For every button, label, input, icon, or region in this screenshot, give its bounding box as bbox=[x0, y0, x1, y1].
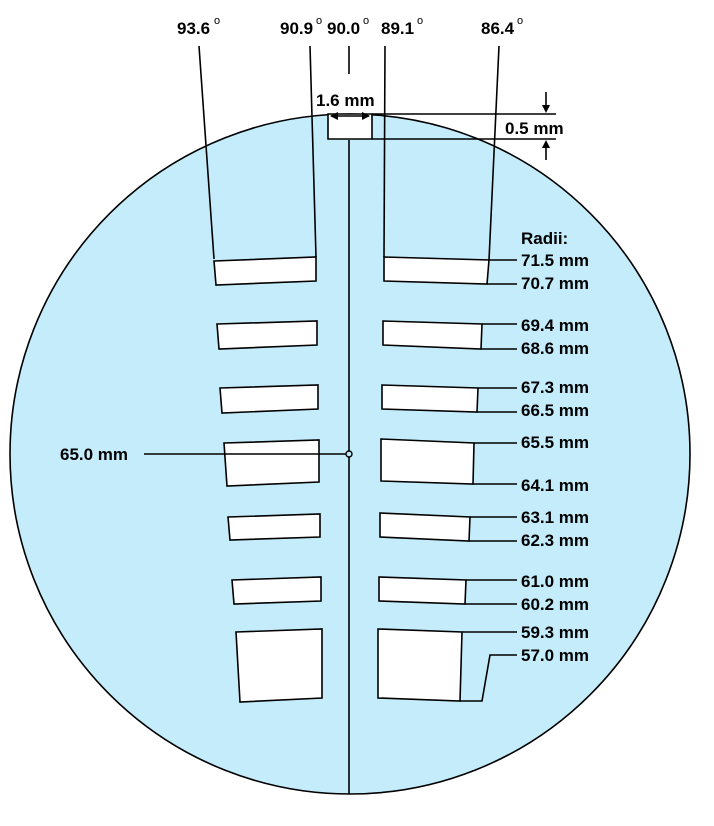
radius-label-9: 63.1 mm bbox=[521, 508, 589, 527]
right-slot-1 bbox=[383, 256, 490, 285]
width-dimension-label: 1.6 mm bbox=[316, 91, 375, 110]
radius-label-8: 64.1 mm bbox=[521, 476, 589, 495]
angle-line-86-4 bbox=[488, 45, 500, 261]
svg-text:86.4: 86.4 bbox=[481, 19, 515, 38]
radius-label-7: 65.5 mm bbox=[521, 433, 589, 452]
radius-label-11: 61.0 mm bbox=[521, 572, 589, 591]
left-slot-1 bbox=[213, 256, 317, 286]
right-slot-2 bbox=[382, 320, 483, 350]
right-slot-4 bbox=[380, 438, 475, 485]
angle-label-86-4: 86.4 o bbox=[481, 15, 523, 38]
radius-label-6: 66.5 mm bbox=[521, 401, 589, 420]
angle-label-90-9: 90.9 o bbox=[280, 15, 322, 38]
center-radius-label: 65.0 mm bbox=[60, 445, 128, 464]
depth-arrowhead-bottom bbox=[542, 140, 550, 148]
radius-label-13: 59.3 mm bbox=[521, 623, 589, 642]
angle-label-90-0: 90.0 o bbox=[327, 15, 369, 38]
width-arrowhead-left bbox=[330, 112, 338, 120]
svg-text:93.6: 93.6 bbox=[177, 19, 210, 38]
radius-label-2: 70.7 mm bbox=[521, 274, 589, 293]
svg-text:90.0: 90.0 bbox=[327, 19, 360, 38]
svg-text:o: o bbox=[363, 15, 369, 27]
left-slot-2 bbox=[216, 320, 318, 350]
left-slot-6 bbox=[231, 576, 322, 605]
right-slot-7 bbox=[377, 628, 463, 702]
svg-text:o: o bbox=[316, 15, 322, 27]
radius-label-10: 62.3 mm bbox=[521, 531, 589, 550]
radius-label-1: 71.5 mm bbox=[521, 251, 589, 270]
right-slot-6 bbox=[378, 576, 467, 605]
right-slot-5 bbox=[379, 512, 471, 542]
angle-line-89-1 bbox=[383, 45, 386, 258]
depth-arrowhead-top bbox=[542, 105, 550, 113]
radius-label-12: 60.2 mm bbox=[521, 595, 589, 614]
radius-leader-14 bbox=[460, 654, 517, 702]
angle-label-93-6: 93.6 o bbox=[177, 15, 220, 38]
svg-text:o: o bbox=[417, 15, 423, 27]
radius-label-3: 69.4 mm bbox=[521, 316, 589, 335]
radius-label-5: 67.3 mm bbox=[521, 378, 589, 397]
left-slot-5 bbox=[227, 513, 321, 541]
depth-dimension-label: 0.5 mm bbox=[505, 119, 564, 138]
left-slot-3 bbox=[219, 384, 319, 414]
left-slot-4 bbox=[223, 439, 320, 487]
angle-line-93-6 bbox=[198, 45, 215, 260]
radius-label-4: 68.6 mm bbox=[521, 339, 589, 358]
svg-text:89.1: 89.1 bbox=[381, 19, 414, 38]
svg-text:90.9: 90.9 bbox=[280, 19, 313, 38]
angle-line-90-9 bbox=[309, 45, 317, 258]
radius-label-14: 57.0 mm bbox=[521, 646, 589, 665]
width-arrowhead-right bbox=[362, 112, 370, 120]
right-slot-3 bbox=[381, 384, 479, 413]
angle-label-89-1: 89.1 o bbox=[381, 15, 423, 38]
left-slot-7 bbox=[235, 628, 323, 703]
svg-text:o: o bbox=[214, 15, 220, 27]
center-point bbox=[345, 450, 353, 458]
radii-heading: Radii: bbox=[521, 229, 568, 248]
svg-text:o: o bbox=[517, 15, 523, 27]
